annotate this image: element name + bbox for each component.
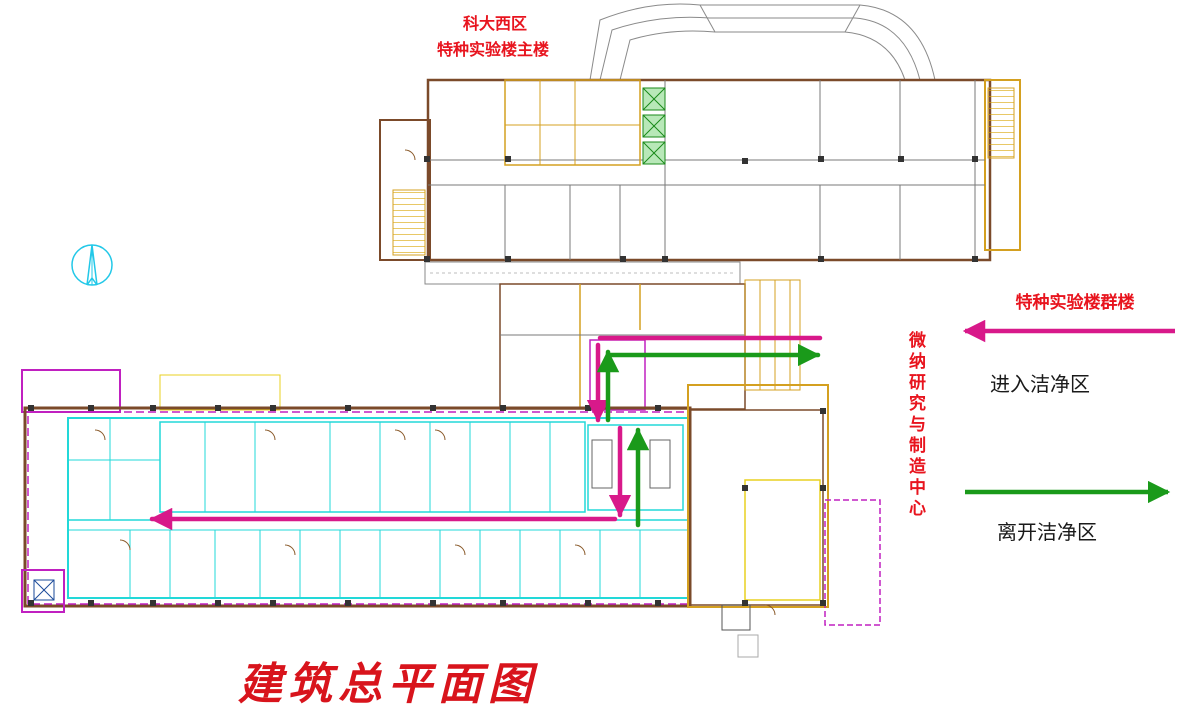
right-wing: [687, 384, 881, 658]
building-area-label: 科大西区: [462, 14, 527, 33]
enter-flow-path: [149, 335, 823, 531]
exit-flow-path: [596, 343, 821, 528]
legend-exit-label: 离开洁净区: [997, 520, 1097, 544]
cleanroom-block: [21, 369, 692, 613]
main-building: [379, 78, 1021, 285]
lobby-outline: [589, 3, 936, 81]
legend-enter-label: 进入洁净区: [990, 372, 1090, 396]
group-label: 特种实验楼群楼: [1015, 293, 1135, 313]
center-name-label: 微纳研究与制造中心: [905, 330, 925, 520]
building-name-label: 特种实验楼主楼: [436, 40, 549, 59]
main-title: 建筑总平面图: [238, 659, 538, 710]
north-arrow-icon: [71, 244, 113, 286]
connector-block: [159, 279, 801, 411]
